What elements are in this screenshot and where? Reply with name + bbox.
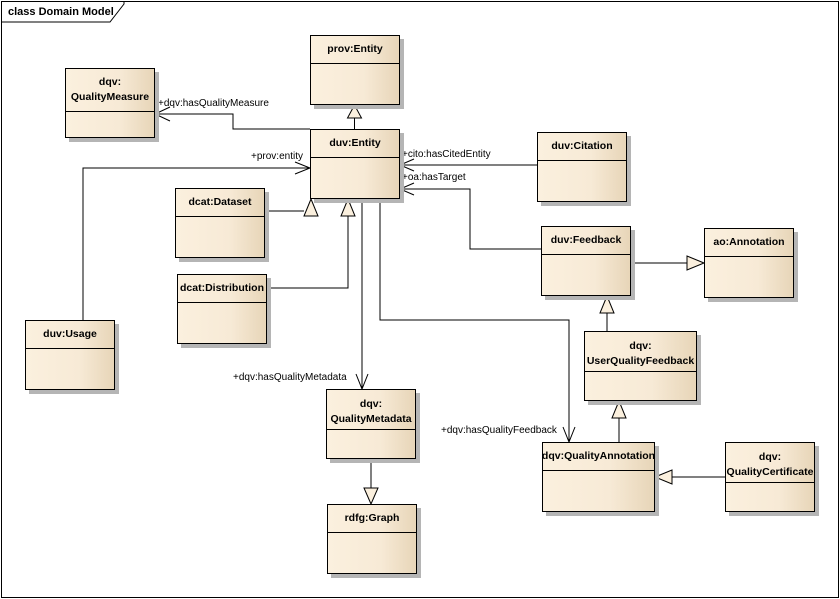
class-duv-usage[interactable]: duv:Usage — [25, 320, 115, 390]
class-name: dqv: UserQualityFeedback — [585, 332, 696, 372]
generalization-arrow-icon — [599, 294, 615, 314]
role-has-quality-feedback: +dqv:hasQualityFeedback — [441, 425, 557, 436]
class-name-line1: dqv: — [98, 76, 122, 88]
class-prov-entity[interactable]: prov:Entity — [310, 35, 400, 105]
role-has-target: +oa:hasTarget — [402, 172, 466, 183]
class-duv-citation[interactable]: duv:Citation — [537, 132, 627, 202]
class-name: dqv:QualityAnnotation — [542, 443, 655, 471]
class-name-line1: dqv: — [758, 450, 782, 463]
generalization-arrow-icon — [303, 197, 319, 217]
generalization-arrow-icon — [611, 399, 627, 419]
assoc-has-target-line[interactable] — [400, 188, 541, 250]
class-name: ao:Annotation — [705, 229, 793, 257]
open-arrow-icon — [153, 106, 171, 122]
generalization-arrow-icon — [653, 469, 673, 485]
class-name: dqv: QualityCertificate — [726, 443, 814, 483]
class-name: duv:Citation — [538, 133, 626, 161]
open-arrow-icon — [398, 182, 415, 196]
class-name-line1: dqv: — [359, 397, 383, 410]
class-name: dqv: QualityMetadata — [327, 390, 415, 430]
generalization-arrow-icon — [363, 487, 379, 506]
role-has-quality-metadata: +dqv:hasQualityMetadata — [233, 372, 347, 383]
class-duv-feedback[interactable]: duv:Feedback — [541, 226, 631, 296]
class-dqv-quality-annotation[interactable]: dqv:QualityAnnotation — [542, 442, 655, 512]
class-name: dqv: QualityMeasure — [66, 69, 154, 112]
class-name-line2: UserQualityFeedback — [586, 354, 695, 367]
class-name: dcat:Dataset — [176, 189, 264, 217]
generalization-arrow-icon — [346, 103, 363, 119]
class-dqv-quality-metadata[interactable]: dqv: QualityMetadata — [326, 389, 416, 459]
class-dcat-distribution[interactable]: dcat:Distribution — [177, 274, 267, 344]
generalization-arrow-icon — [686, 255, 706, 271]
class-name: duv:Usage — [26, 321, 114, 349]
role-has-quality-measure: +dqv:hasQualityMeasure — [158, 98, 269, 109]
frame-title: class Domain Model — [8, 6, 114, 18]
class-name: dcat:Distribution — [178, 275, 266, 303]
class-name-line2: QualityCertificate — [726, 465, 814, 478]
class-dcat-dataset[interactable]: dcat:Dataset — [175, 188, 265, 258]
assoc-quality-feedback-line[interactable] — [379, 198, 570, 442]
class-name: rdfg:Graph — [328, 505, 416, 533]
generalization-arrow-icon — [340, 197, 356, 217]
class-rdfg-graph[interactable]: rdfg:Graph — [327, 504, 417, 574]
frame-tab — [2, 2, 125, 23]
class-dqv-user-quality-feedback[interactable]: dqv: UserQualityFeedback — [584, 331, 697, 401]
class-name: prov:Entity — [311, 36, 399, 64]
role-has-cited-entity: +cito:hasCitedEntity — [402, 149, 491, 160]
gen-distribution-line[interactable] — [267, 216, 349, 289]
class-ao-annotation[interactable]: ao:Annotation — [704, 228, 794, 298]
assoc-quality-measure-line[interactable] — [155, 113, 310, 130]
class-name: duv:Feedback — [542, 227, 630, 255]
assoc-prov-entity-line[interactable] — [82, 167, 310, 320]
class-duv-entity[interactable]: duv:Entity — [310, 129, 400, 199]
class-name-line2: QualityMetadata — [330, 412, 412, 425]
role-prov-entity: +prov:entity — [251, 151, 303, 162]
class-name: duv:Entity — [311, 130, 399, 158]
class-name-line2: QualityMeasure — [70, 91, 150, 103]
class-dqv-quality-measure[interactable]: dqv: QualityMeasure — [65, 68, 155, 138]
open-arrow-icon — [398, 158, 415, 172]
class-name-line1: dqv: — [629, 339, 652, 352]
class-dqv-quality-certificate[interactable]: dqv: QualityCertificate — [725, 442, 815, 512]
